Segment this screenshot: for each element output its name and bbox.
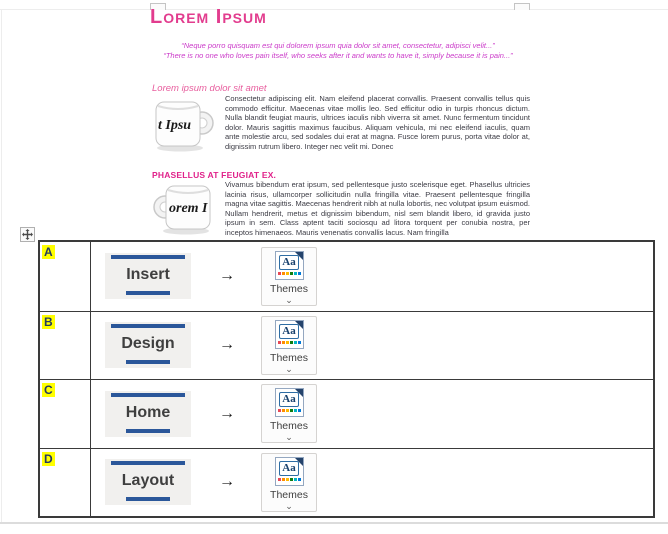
theme-color-dots (277, 477, 301, 481)
tab-accent-bar (111, 392, 185, 397)
tab-accent-bar (111, 461, 185, 466)
themes-button[interactable]: Aa Themes ⌄ (261, 384, 317, 444)
themes-label: Themes (270, 282, 308, 295)
move-cross-icon (22, 229, 33, 240)
themes-button[interactable]: Aa Themes ⌄ (261, 246, 317, 306)
letter-cell-b[interactable]: B (40, 311, 91, 379)
section1-body-text: Consectetur adipiscing elit. Nam eleifen… (225, 94, 530, 151)
quote-english: “There is no one who loves pain itself, … (163, 51, 513, 60)
page-left-boundary (1, 10, 2, 522)
content-cell-c[interactable]: Home → Aa Themes ⌄ (91, 380, 653, 448)
matching-table: A Insert → Aa Themes ⌄ (38, 240, 655, 518)
ribbon-tab-image-insert[interactable]: Insert (105, 253, 191, 300)
themes-label: Themes (270, 351, 308, 364)
page-top-boundary (0, 9, 668, 10)
highlighted-letter: A (42, 245, 55, 259)
margin-notch-left (150, 3, 166, 10)
table-move-handle[interactable] (20, 227, 35, 242)
table-row: A Insert → Aa Themes ⌄ (40, 242, 653, 311)
themes-label: Themes (270, 488, 308, 501)
themes-icon: Aa (274, 319, 304, 349)
doc-quotes: “Neque porro quisquam est qui dolorem ip… (150, 41, 526, 61)
content-cell-b[interactable]: Design → Aa Themes ⌄ (91, 312, 653, 380)
chevron-down-icon: ⌄ (285, 500, 293, 511)
ribbon-tab-image-layout[interactable]: Layout (105, 459, 191, 506)
highlighted-letter: C (42, 383, 55, 397)
highlighted-letter: D (42, 451, 55, 466)
tab-accent-bar (111, 255, 185, 260)
page-bottom-boundary (0, 522, 668, 524)
page-fold-icon (294, 251, 303, 260)
content-cell-a[interactable]: Insert → Aa Themes ⌄ (91, 242, 653, 311)
themes-button[interactable]: Aa Themes ⌄ (261, 315, 317, 375)
margin-notch-right (514, 3, 530, 10)
aa-glyph: Aa (279, 392, 299, 408)
right-arrow-icon: → (219, 267, 235, 285)
content-cell-d[interactable]: Layout → Aa Themes ⌄ (91, 449, 653, 517)
tab-underline-bar (125, 497, 171, 502)
chevron-down-icon: ⌄ (285, 294, 293, 305)
section1-paragraph: t Ipsu Consectetur adipiscing elit. Nam … (152, 94, 530, 169)
tab-label: Design (121, 335, 175, 353)
page-fold-icon (294, 389, 303, 398)
svg-text:orem I: orem I (169, 201, 208, 216)
right-arrow-icon: → (219, 404, 235, 422)
themes-icon: Aa (274, 456, 304, 486)
themes-icon: Aa (274, 388, 304, 418)
page-fold-icon (294, 320, 303, 329)
letter-cell-a[interactable]: A (40, 242, 91, 311)
right-arrow-icon: → (219, 473, 235, 491)
section2-heading: PHASELLUS AT FEUGIAT EX. (152, 170, 277, 180)
ribbon-tab-image-home[interactable]: Home (105, 390, 191, 437)
tab-label: Layout (121, 472, 175, 490)
theme-color-dots (277, 271, 301, 275)
theme-color-dots (277, 340, 301, 344)
table-row: C Home → Aa Themes ⌄ (40, 379, 653, 448)
tab-label: Home (125, 403, 171, 421)
quote-latin: “Neque porro quisquam est qui dolorem ip… (181, 41, 495, 50)
mug-graphic: t Ipsu (155, 101, 214, 152)
themes-label: Themes (270, 420, 308, 433)
section1-heading: Lorem ipsum dolor sit amet (152, 83, 267, 94)
aa-glyph: Aa (279, 460, 299, 476)
highlighted-letter: B (42, 314, 55, 329)
tab-underline-bar (125, 291, 171, 296)
letter-cell-d[interactable]: D (40, 448, 91, 516)
svg-text:t Ipsu: t Ipsu (158, 118, 191, 133)
section2-body-text: Vivamus bibendum erat ipsum, sed pellent… (225, 180, 530, 237)
themes-icon: Aa (274, 250, 304, 280)
section2-paragraph: orem I Vivamus bibendum erat ipsum, sed … (152, 180, 530, 238)
table-row: B Design → Aa Themes ⌄ (40, 310, 653, 380)
tab-label: Insert (126, 266, 170, 284)
chevron-down-icon: ⌄ (285, 363, 293, 374)
theme-color-dots (277, 409, 301, 413)
themes-button[interactable]: Aa Themes ⌄ (261, 452, 317, 512)
letter-cell-c[interactable]: C (40, 380, 91, 448)
right-arrow-icon: → (219, 336, 235, 354)
chevron-down-icon: ⌄ (285, 432, 293, 443)
aa-glyph: Aa (279, 254, 299, 270)
mug-image-1[interactable]: t Ipsu (152, 95, 216, 156)
mug-image-2[interactable]: orem I (152, 181, 216, 238)
mug-graphic: orem I (153, 185, 211, 235)
tab-accent-bar (111, 324, 185, 329)
tab-underline-bar (125, 360, 171, 365)
tab-underline-bar (125, 428, 171, 433)
aa-glyph: Aa (279, 323, 299, 339)
page-fold-icon (294, 457, 303, 466)
doc-title: Lorem Ipsum (150, 6, 267, 28)
table-row: D Layout → Aa Themes ⌄ (40, 447, 653, 517)
ribbon-tab-image-design[interactable]: Design (105, 322, 191, 369)
